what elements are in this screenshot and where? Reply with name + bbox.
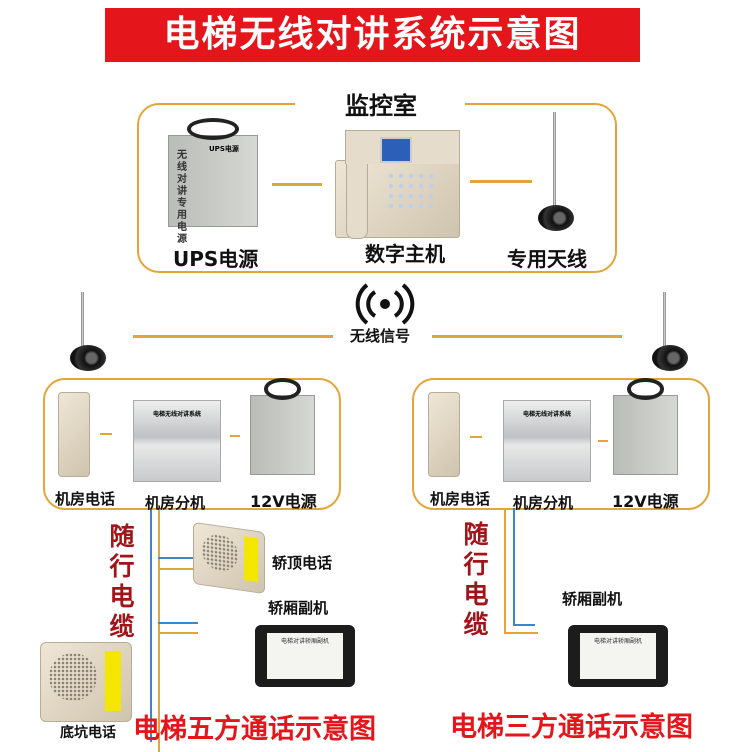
left-machine-room-frame <box>43 378 341 510</box>
pit-phone-device <box>40 642 132 722</box>
room-phone-label: 机房电话 <box>55 490 116 508</box>
antenna-label: 专用天线 <box>507 247 587 271</box>
room-phone-label: 机房电话 <box>430 490 491 508</box>
room-phone-device <box>58 392 90 477</box>
right-machine-room-frame <box>412 378 710 510</box>
monitor-room-title: 监控室 <box>345 92 417 120</box>
room-unit-label: 机房分机 <box>145 494 206 512</box>
room-unit-label: 机房分机 <box>513 494 574 512</box>
car-unit-label: 轿厢副机 <box>562 590 623 608</box>
car-unit-device: 电梯对讲轿厢副机 <box>255 625 355 687</box>
car-top-phone-device <box>193 521 265 595</box>
three-way-caption: 电梯三方通话示意图 <box>450 712 693 743</box>
connector-line <box>470 180 532 183</box>
power-12v-device <box>250 378 315 475</box>
travelling-cable-label: 随行电缆 <box>463 520 489 639</box>
wireless-label: 无线信号 <box>350 327 411 345</box>
ups-power-device: 无线对讲专用电源 UPS电源 <box>168 118 258 245</box>
power-label: 12V电源 <box>612 492 679 511</box>
antenna-icon <box>663 292 666 354</box>
antenna-icon <box>81 292 84 354</box>
travelling-cable-label: 随行电缆 <box>109 522 135 641</box>
car-top-phone-label: 轿顶电话 <box>272 554 333 572</box>
digital-host-device <box>335 131 460 239</box>
connector-line <box>272 183 322 186</box>
host-label: 数字主机 <box>365 242 445 266</box>
room-unit-device: 电梯无线对讲系统 <box>133 400 221 482</box>
car-unit-label: 轿厢副机 <box>268 599 329 617</box>
lcd-screen <box>380 137 412 163</box>
room-phone-device <box>428 392 460 477</box>
page-title: 电梯无线对讲系统示意图 <box>105 8 640 62</box>
antenna-icon <box>553 112 556 212</box>
room-unit-device: 电梯无线对讲系统 <box>503 400 591 482</box>
five-way-caption: 电梯五方通话示意图 <box>133 714 376 745</box>
power-12v-device <box>613 378 678 475</box>
wireless-signal-icon <box>355 283 415 325</box>
ups-label: UPS电源 <box>173 247 259 271</box>
power-label: 12V电源 <box>250 492 317 511</box>
car-unit-device: 电梯对讲轿厢副机 <box>568 625 668 687</box>
pit-phone-label: 底坑电话 <box>60 725 116 741</box>
